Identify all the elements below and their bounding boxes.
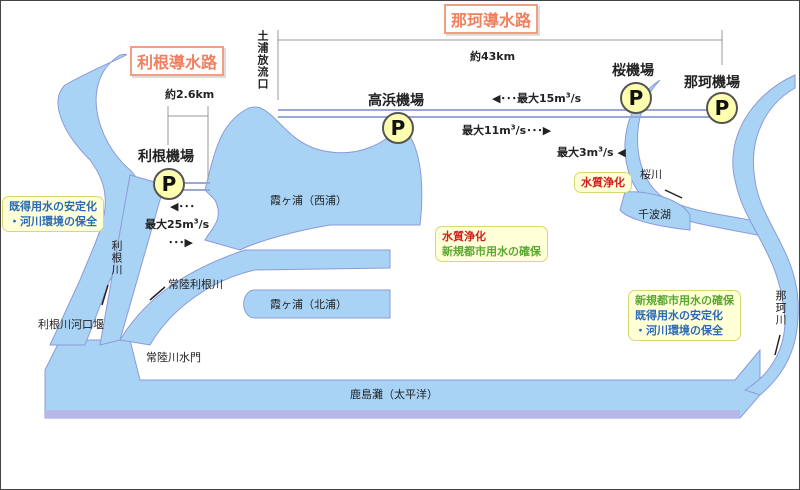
takahama-to-naka-flow: 最大11m3/s･･･▶ — [462, 123, 552, 137]
bubble-line: 水質浄化 — [442, 230, 486, 243]
hitachi-gate-label: 常陸川水門 — [146, 351, 201, 364]
takahama-pump-icon: P — [382, 112, 414, 144]
bubble-line: 新規都市用水の確保 — [635, 294, 734, 307]
bubble-line: 既得用水の安定化 — [635, 309, 723, 322]
kitaura-lake — [243, 289, 391, 319]
sea-edge — [45, 410, 740, 418]
senba-lake — [619, 191, 691, 231]
arrow-left-icon: ◀･･･ — [170, 200, 195, 213]
tone-weir-label: 利根川河口堰 — [38, 318, 104, 331]
bubble-line: 新規都市用水の確保 — [442, 245, 541, 258]
naka-river-label: 那珂川 — [774, 290, 787, 326]
tone-pump-icon: P — [153, 168, 185, 200]
naka-distance: 約43km — [470, 50, 516, 63]
senba-lake-label: 千波湖 — [638, 208, 671, 221]
naka-benefit-bubble: 新規都市用水の確保 既得用水の安定化 ・河川環境の保全 — [628, 290, 741, 341]
tone-river-label: 利根川 — [110, 240, 123, 276]
senba-benefit-bubble: 水質浄化 — [574, 172, 632, 193]
sakura-pump-icon: P — [620, 82, 652, 114]
tone-flow: 最大25m3/s — [145, 217, 210, 231]
sakura-pump-label: 桜機場 — [612, 63, 654, 79]
naka-canal-title: 那珂導水路 — [444, 4, 539, 34]
tone-canal-title: 利根導水路 — [130, 46, 225, 76]
tone-benefit-bubble: 既得用水の安定化 ・河川環境の保全 — [2, 196, 104, 232]
hitachi-tone-label: 常陸利根川 — [168, 278, 223, 291]
naka-river — [732, 74, 799, 396]
naka-to-takahama-flow: ◀･･･最大15m3/s — [492, 91, 582, 105]
takahama-pump-label: 高浜機場 — [368, 93, 424, 109]
nishiura-label: 霞ヶ浦（西浦） — [270, 194, 347, 207]
tsuchiura-outlet-label: 土浦放流口 — [256, 30, 269, 90]
kasumigaura-benefit-bubble: 水質浄化 新規都市用水の確保 — [435, 226, 548, 262]
arrow-right-icon: ･･･▶ — [168, 236, 193, 249]
naka-canal — [278, 109, 720, 118]
naka-pump-label: 那珂機場 — [684, 75, 740, 91]
bubble-line: 既得用水の安定化 — [9, 200, 97, 213]
bubble-line: ・河川環境の保全 — [635, 324, 723, 337]
kashima-sea-label: 鹿島灘（太平洋） — [350, 388, 438, 401]
bubble-line: ・河川環境の保全 — [9, 215, 97, 228]
sakura-flow: 最大3m3/s ◀ — [557, 145, 626, 159]
sakura-river-label: 桜川 — [640, 168, 662, 181]
tone-pump-label: 利根機場 — [138, 149, 194, 165]
nishiura-lake — [204, 106, 423, 251]
hitachi-tone-river — [119, 249, 391, 346]
tone-distance: 約2.6km — [165, 88, 215, 101]
kitaura-label: 霞ヶ浦（北浦） — [270, 298, 347, 311]
naka-pump-icon: P — [706, 92, 738, 124]
